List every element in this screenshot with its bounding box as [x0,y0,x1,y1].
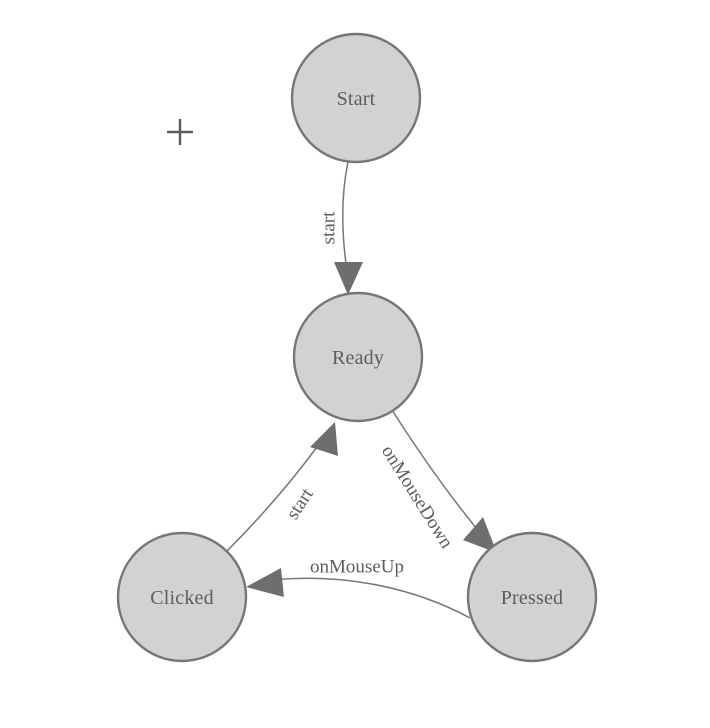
edge-start-to-ready-line [341,161,349,279]
edge-start-to-ready-arrowhead [334,262,363,295]
node-clicked[interactable]: Clicked [116,531,248,663]
node-ready-label: Ready [332,347,384,369]
edge-ready-to-pressed-label: onMouseDown [377,442,457,553]
edge-pressed-to-clicked-label: onMouseUp [310,557,404,578]
node-ready[interactable]: Ready [292,291,424,423]
node-start-label: Start [337,88,376,110]
node-pressed-circle[interactable] [466,531,598,663]
node-pressed[interactable]: Pressed [466,531,598,663]
node-clicked-circle[interactable] [116,531,248,663]
edge-ready-to-pressed-arrowhead [463,517,497,553]
node-clicked-label: Clicked [150,587,214,609]
edge-clicked-to-ready-label: start [282,484,318,523]
edge-start-to-ready[interactable]: start [319,161,364,295]
edge-ready-to-pressed[interactable]: onMouseDown [377,409,497,553]
edge-clicked-to-ready-arrowhead [310,422,338,456]
edge-pressed-to-clicked[interactable]: onMouseUp [246,557,471,619]
edge-clicked-to-ready[interactable]: start [225,422,338,553]
edge-start-to-ready-label: start [319,211,340,244]
node-ready-circle[interactable] [292,291,424,423]
edge-pressed-to-clicked-line [271,577,471,619]
edge-clicked-to-ready-line [225,446,318,553]
node-start-circle[interactable] [290,32,422,164]
crosshair-marker[interactable] [167,119,193,145]
node-start[interactable]: Start [290,32,422,164]
node-pressed-label: Pressed [501,587,564,609]
edge-pressed-to-clicked-arrowhead [246,568,284,597]
